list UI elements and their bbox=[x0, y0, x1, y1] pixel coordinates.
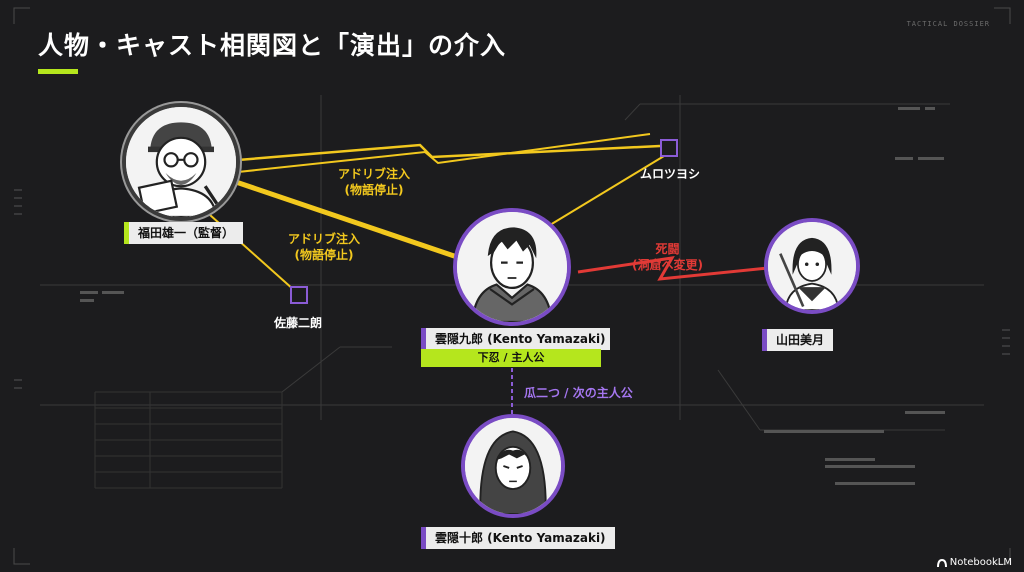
watermark-text: NotebookLM bbox=[949, 557, 1012, 568]
main-character-label: 雲隠九郎 (Kento Yamazaki) bbox=[421, 328, 610, 350]
sato-label: 佐藤二朗 bbox=[274, 316, 323, 330]
notebooklm-icon bbox=[936, 558, 947, 567]
notebooklm-watermark: NotebookLM bbox=[936, 557, 1012, 568]
edge-label-main-son: 瓜二つ / 次の主人公 bbox=[524, 386, 633, 400]
edge-label-line: 死闘 bbox=[655, 242, 680, 256]
edge-label-line: アドリブ注入 bbox=[288, 232, 361, 246]
muro-node bbox=[660, 139, 678, 157]
edge-director-main bbox=[235, 179, 461, 261]
yamada-mizuki-label: 山田美月 bbox=[762, 329, 834, 351]
frame-corners bbox=[13, 7, 1011, 565]
edge-label-director-sato: アドリブ注入 (物語停止) bbox=[288, 231, 360, 263]
edge-label-line: アドリブ注入 bbox=[338, 167, 411, 181]
edge-ticks bbox=[14, 189, 1010, 389]
director-label: 福田雄一（監督） bbox=[124, 222, 244, 244]
edge-label-main-sister: 死闘 (洞窟へ変更) bbox=[632, 241, 703, 273]
main-character-avatar bbox=[453, 208, 571, 326]
muro-label: ムロツヨシ bbox=[640, 167, 701, 181]
kumogakure-juro-label: 雲隠十郎 (Kento Yamazaki) bbox=[421, 527, 615, 549]
edge-label-line: (物語停止) bbox=[294, 248, 354, 262]
edge-label-line: (洞窟へ変更) bbox=[632, 258, 703, 272]
edge-main-sister bbox=[577, 256, 769, 281]
yamada-mizuki-avatar bbox=[764, 218, 860, 314]
edge-label-line: (物語停止) bbox=[344, 183, 404, 197]
edge-label-director-muro: アドリブ注入 (物語停止) bbox=[338, 166, 410, 198]
edge-main-muro bbox=[549, 155, 665, 226]
kumogakure-juro-avatar bbox=[461, 414, 565, 518]
table-grid bbox=[94, 391, 283, 489]
page-title: 人物・キャスト相関図と「演出」の介入 bbox=[38, 31, 507, 60]
corner-tag: TACTICAL DOSSIER bbox=[906, 20, 990, 28]
main-character-role: 下忍 / 主人公 bbox=[421, 349, 601, 367]
edge-director-muro bbox=[237, 143, 661, 162]
director-avatar bbox=[122, 103, 240, 221]
hud-bars bbox=[80, 107, 945, 485]
title-underline bbox=[38, 69, 78, 74]
sato-node bbox=[290, 286, 308, 304]
